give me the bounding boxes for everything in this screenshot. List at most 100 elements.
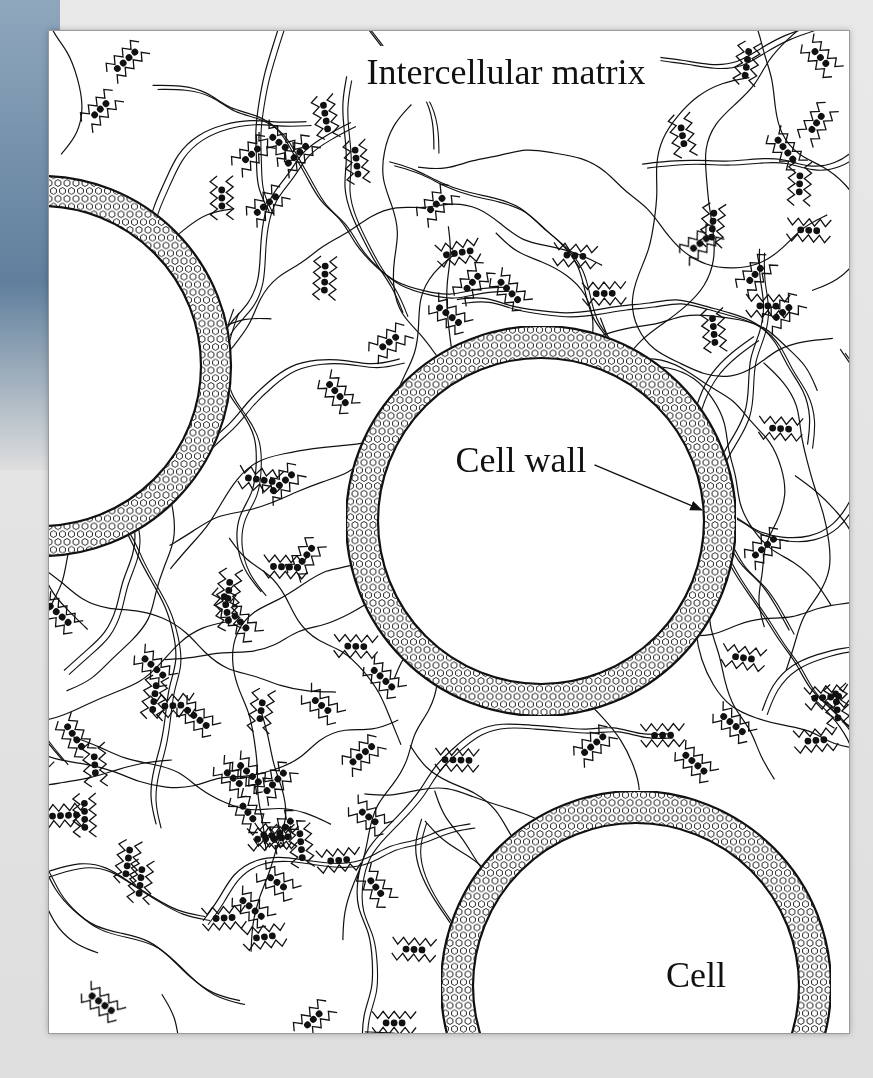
crosslink-symbol (552, 242, 598, 269)
matrix-fiber (647, 31, 849, 170)
crosslink-symbol (435, 238, 482, 268)
cell-wall-outline (441, 791, 831, 1034)
crosslink-symbol (794, 98, 838, 147)
crosslink-symbol (804, 684, 849, 710)
matrix-fiber (343, 656, 438, 940)
crosslink-symbol (252, 758, 299, 806)
matrix-fiber (720, 546, 849, 764)
crosslink-symbol (667, 112, 697, 159)
crosslink-symbol (333, 634, 378, 658)
crosslink-symbol (720, 643, 767, 672)
region-label: Intercellular matrix (363, 53, 650, 93)
matrix-fiber (418, 150, 827, 268)
crosslink-symbol (758, 290, 807, 335)
crosslink-symbol (127, 858, 155, 904)
figure-panel: Cell wallCell Intercellular matrix (48, 30, 850, 1034)
matrix-fiber (762, 647, 849, 731)
crosslink-symbol (73, 793, 97, 837)
cell-label: Cell (666, 956, 726, 996)
crosslink-symbol (237, 465, 284, 494)
cell-wall-ring (457, 807, 815, 1034)
crosslink-symbol (344, 794, 393, 839)
matrix-fiber (520, 1026, 772, 1033)
crosslink-symbol (209, 755, 257, 801)
matrix-fiber (49, 153, 88, 630)
cell-wall-ring (49, 191, 216, 541)
crosslink-symbol (342, 139, 370, 185)
crosslink-symbol (763, 125, 808, 174)
crosslink-symbol (297, 683, 346, 728)
matrix-fiber (348, 80, 408, 316)
matrix-fiber (795, 476, 849, 795)
crosslink-symbol (353, 863, 398, 912)
crosslink-symbol (242, 182, 290, 228)
matrix-fibers (49, 31, 849, 1033)
matrix-fiber (49, 621, 229, 909)
crosslink-symbol (570, 722, 618, 768)
cell-wall-outline (378, 358, 704, 684)
crosslink-symbol (247, 687, 276, 734)
crosslink-symbol (365, 320, 414, 365)
crosslink-symbol (413, 180, 461, 227)
crosslink-symbol (486, 267, 533, 315)
crosslink-symbol (77, 981, 126, 1026)
crosslink-symbol (228, 885, 276, 931)
crosslink-symbol (313, 256, 338, 301)
crosslink-symbol (787, 161, 812, 206)
crosslink-symbol (435, 748, 480, 772)
crosslink-symbol (130, 644, 178, 691)
crosslink-symbol (82, 742, 108, 787)
matrix-fiber (515, 1022, 767, 1033)
crosslink-symbol (732, 250, 778, 298)
crosslink-symbol (314, 369, 360, 417)
crosslink-symbol (671, 740, 719, 786)
crosslink-symbol (210, 176, 234, 220)
matrix-fiber (763, 363, 830, 670)
cell-outline (441, 791, 831, 1034)
matrix-fiber (725, 550, 849, 768)
matrix-fiber (49, 864, 205, 1010)
crosslink-symbol (49, 803, 87, 828)
crosslink-symbol (289, 996, 337, 1033)
matrix-fiber (153, 85, 505, 294)
crosslink-symbol (258, 460, 306, 506)
matrix-fiber (644, 31, 849, 290)
crosslink-symbol (338, 731, 387, 777)
crosslink-symbol (700, 307, 727, 353)
crosslink-symbol (699, 202, 726, 248)
cell-wall-outline (346, 326, 736, 716)
cell-wall-outline (473, 823, 799, 1034)
cell-circle: Cell wall (346, 326, 736, 716)
crosslink-symbol (359, 655, 407, 702)
leader-arrow (594, 465, 701, 510)
crosslink-symbol (709, 701, 758, 747)
crosslink-symbol (582, 281, 627, 305)
matrix-fiber (49, 631, 68, 765)
matrix-fiber (49, 31, 82, 154)
crosslink-symbol (449, 258, 495, 306)
crosslink-symbol (225, 788, 270, 837)
crosslink-symbol (227, 131, 275, 177)
cell-wall-ring (362, 342, 720, 700)
crosslink-symbol (372, 1011, 416, 1033)
matrix-fiber (49, 831, 245, 1004)
crosslink-symbol (282, 533, 326, 582)
crosslink-symbol (675, 221, 724, 266)
crosslinks (49, 34, 849, 1033)
matrix-fiber (49, 424, 112, 953)
matrix-fiber (49, 720, 398, 788)
crosslink-symbol (201, 905, 246, 931)
matrix-fiber (227, 313, 266, 596)
crosslink-symbol (740, 524, 788, 570)
crosslink-symbol (758, 416, 803, 442)
crosslink-symbol (252, 860, 301, 904)
cell-outline (346, 326, 736, 716)
crosslink-symbol (215, 567, 243, 613)
crosslink-symbol (259, 806, 305, 854)
crosslink-symbol (217, 598, 264, 646)
crosslink-symbol (391, 937, 436, 962)
matrix-fiber (492, 487, 639, 979)
matrix-fiber (162, 994, 245, 1033)
matrix-fiber (627, 31, 849, 65)
crosslink-symbol (786, 218, 831, 243)
